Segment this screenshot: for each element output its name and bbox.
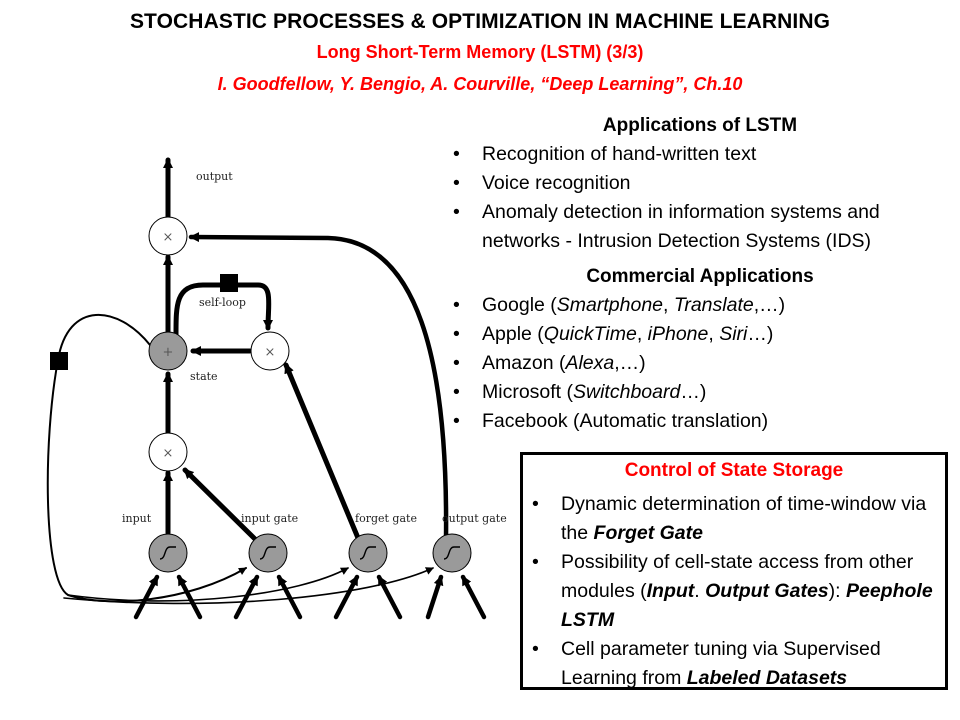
list-item: Apple (QuickTime, iPhone, Siri…)	[450, 320, 950, 349]
label-state: state	[190, 370, 218, 383]
delay-square-loop	[220, 274, 238, 292]
multiply-glyph: ×	[163, 230, 174, 245]
list-item: Amazon (Alexa,…)	[450, 349, 950, 378]
forget-gate-arrow	[283, 362, 361, 541]
slide-subtitle: Long Short-Term Memory (LSTM) (3/3)	[316, 42, 644, 62]
reference-citation: I. Goodfellow, Y. Bengio, A. Courville, …	[217, 74, 743, 94]
input-multiply-node	[148, 432, 188, 472]
list-item: Anomaly detection in information systems…	[450, 198, 950, 256]
list-item: Voice recognition	[450, 169, 950, 198]
sigmoid-icon	[259, 546, 276, 560]
peephole-line-2	[67, 567, 349, 602]
peephole-line	[46, 313, 247, 603]
sigmoid-icon	[159, 546, 176, 560]
list-item: Dynamic determination of time-window via…	[529, 490, 943, 548]
forget-gate-sigmoid-node	[348, 533, 388, 573]
output-gate-arrow	[188, 232, 449, 541]
input-gate-sigmoid-node	[248, 533, 288, 573]
label-forget-gate: forget gate	[355, 512, 417, 525]
multiply-glyph: ×	[265, 345, 276, 360]
lstm-diagram: × + × × output self-loop state input inp…	[46, 157, 507, 620]
label-output-gate: output gate	[442, 512, 507, 525]
list-item: Facebook (Automatic translation)	[450, 407, 950, 436]
list-item: Possibility of cell-state access from ot…	[529, 548, 943, 635]
output-gate-sigmoid-node	[432, 533, 472, 573]
label-self-loop: self-loop	[199, 296, 246, 309]
state-sum-node	[148, 331, 188, 371]
sigmoid-icon	[359, 546, 376, 560]
list-item: Cell parameter tuning via Supervised Lea…	[529, 635, 943, 693]
sigmoid-icon	[443, 546, 460, 560]
applications-list: Recognition of hand-written text Voice r…	[450, 140, 950, 256]
commercial-title: Commercial Applications	[586, 266, 814, 287]
applications-title: Applications of LSTM	[602, 115, 798, 136]
control-list: Dynamic determination of time-window via…	[529, 490, 943, 693]
list-item: Recognition of hand-written text	[450, 140, 950, 169]
list-item: Google (Smartphone, Translate,…)	[450, 291, 950, 320]
multiply-glyph: ×	[163, 446, 174, 461]
list-item: Microsoft (Switchboard…)	[450, 378, 950, 407]
input-sigmoid-node	[148, 533, 188, 573]
peephole-line-3	[63, 567, 434, 605]
slide-title: STOCHASTIC PROCESSES & OPTIMIZATION IN M…	[129, 10, 831, 33]
output-multiply-node	[148, 216, 188, 256]
label-output: output	[196, 170, 233, 183]
control-box-title: Control of State Storage	[624, 460, 844, 481]
forget-multiply-node	[250, 331, 290, 371]
delay-square-peephole	[50, 352, 68, 370]
plus-glyph: +	[163, 345, 174, 360]
control-state-box: Control of State Storage Dynamic determi…	[520, 452, 948, 690]
commercial-list: Google (Smartphone, Translate,…) Apple (…	[450, 291, 950, 436]
input-gate-arrow	[182, 467, 259, 543]
label-input-gate: input gate	[241, 512, 298, 525]
self-loop-arrow	[173, 282, 274, 337]
label-input: input	[122, 512, 152, 525]
